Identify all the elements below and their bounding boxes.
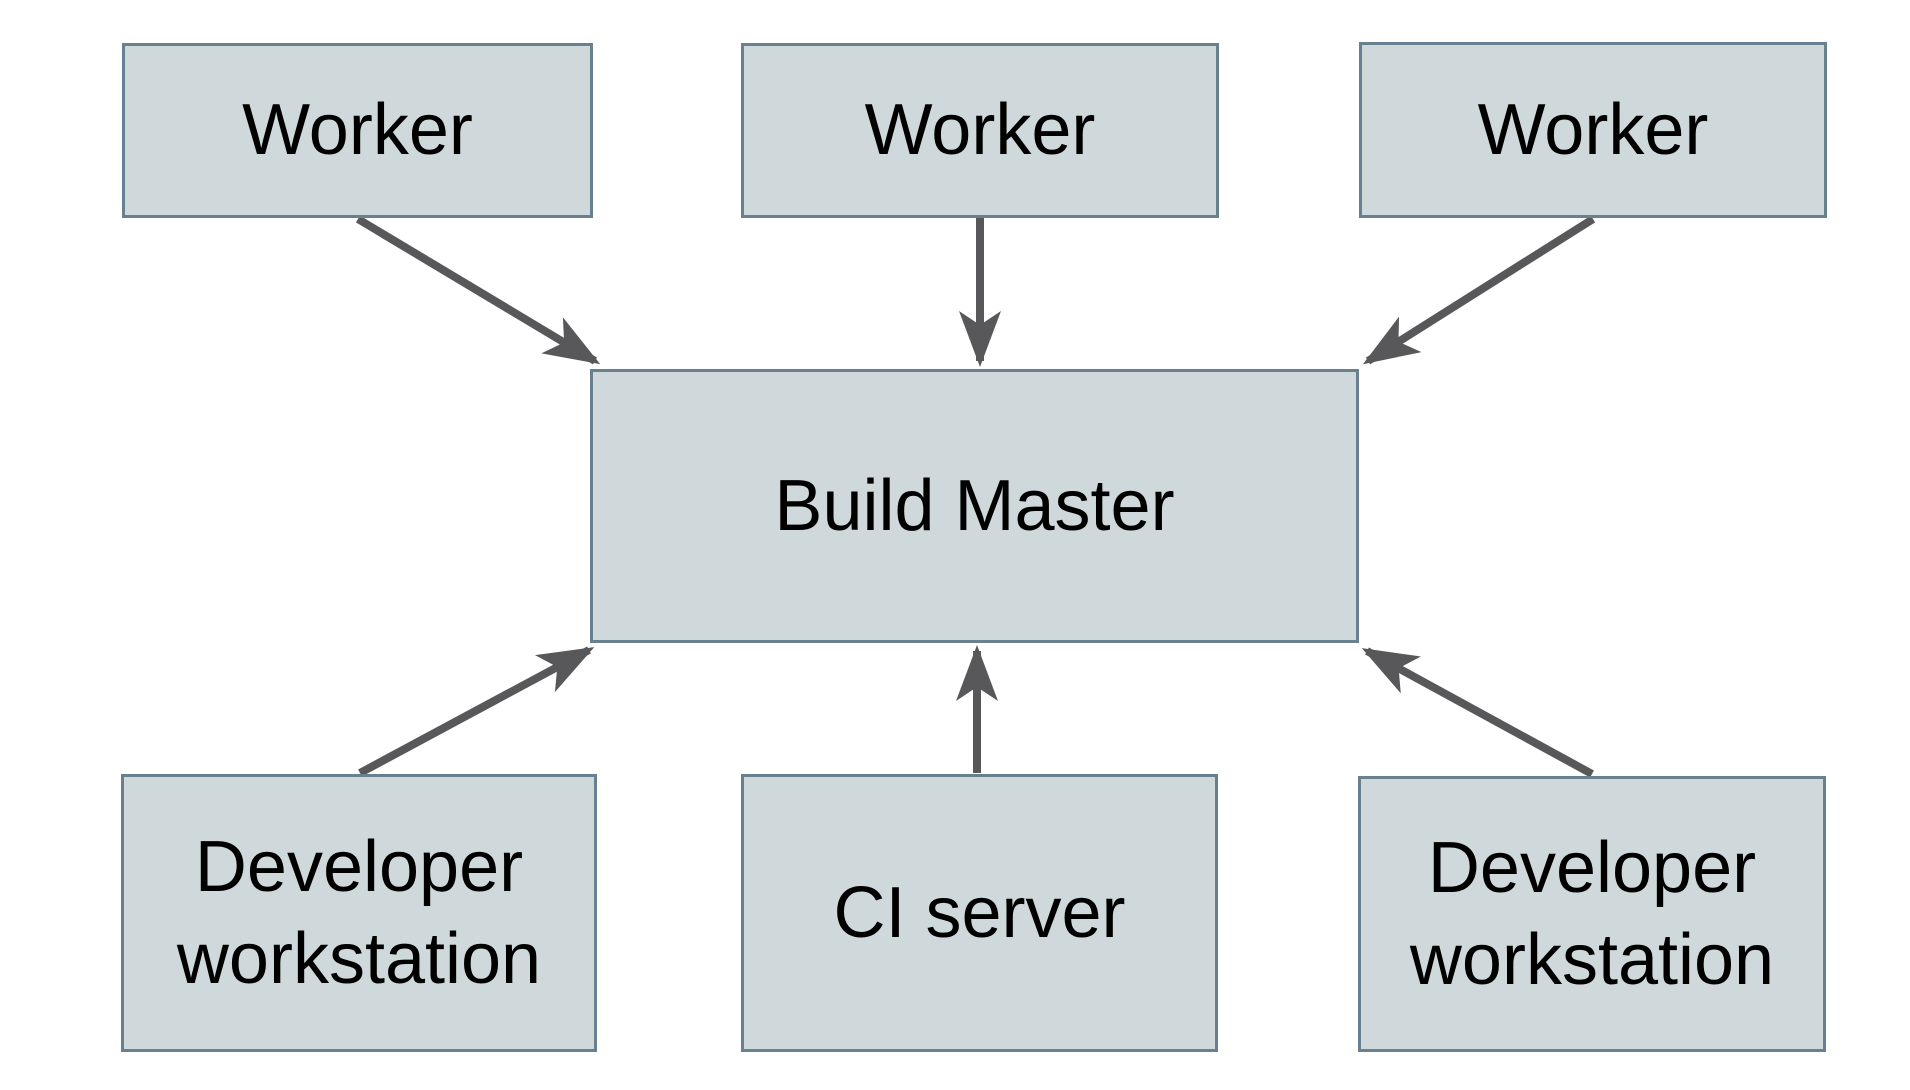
node-worker-3: Worker xyxy=(1359,42,1827,218)
arrow-developer-workstation-left-to-build-master xyxy=(358,646,595,777)
node-worker-2-label: Worker xyxy=(864,90,1096,171)
node-build-master: Build Master xyxy=(590,369,1359,643)
node-developer-workstation-left-label: Developer workstation xyxy=(176,826,542,999)
node-worker-3-label: Worker xyxy=(1477,89,1709,170)
arrow-worker-3-to-build-master xyxy=(1362,215,1596,365)
node-worker-1: Worker xyxy=(122,43,593,218)
node-ci-server: CI server xyxy=(741,774,1218,1052)
node-developer-workstation-right-label: Developer workstation xyxy=(1409,827,1775,1000)
node-developer-workstation-right: Developer workstation xyxy=(1358,776,1826,1052)
node-ci-server-label: CI server xyxy=(833,872,1126,953)
node-build-master-label: Build Master xyxy=(774,465,1175,546)
arrow-developer-workstation-right-to-build-master xyxy=(1361,647,1594,778)
node-worker-2: Worker xyxy=(741,43,1219,218)
node-developer-workstation-left: Developer workstation xyxy=(121,774,597,1052)
arrow-worker-1-to-build-master xyxy=(355,215,601,365)
node-worker-1-label: Worker xyxy=(242,90,473,171)
